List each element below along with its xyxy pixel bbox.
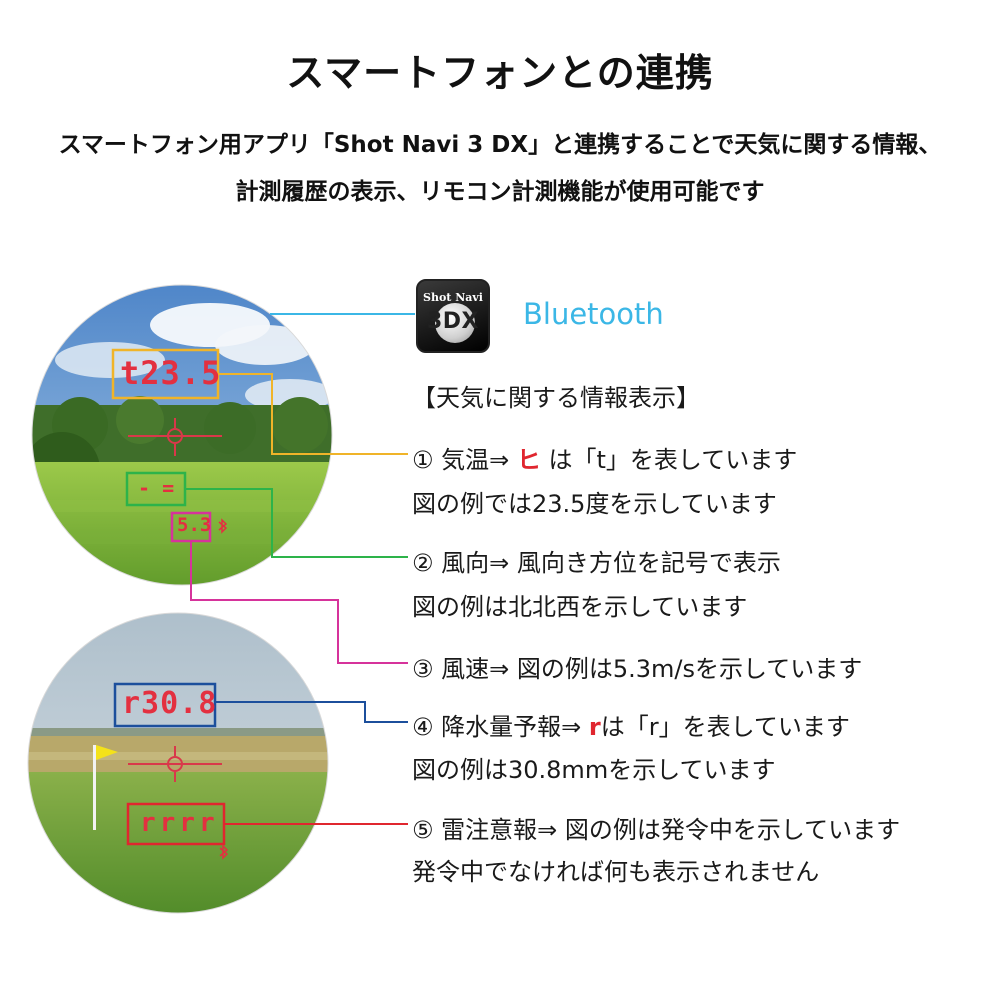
subtitle-line-1: スマートフォン用アプリ「Shot Navi 3 DX」と連携することで天気に関す… — [58, 132, 942, 158]
wind-speed-readout: 5.3 — [177, 514, 212, 536]
item-rain-line2: 図の例は30.8mmを示しています — [412, 756, 776, 784]
item-wind-direction-line1: ② 風向⇒ 風向き方位を記号で表示 — [412, 549, 781, 577]
thunder-readout: rrrr — [140, 808, 219, 838]
connector-rain — [215, 701, 408, 723]
app-icon-3dx: 3DX — [426, 309, 480, 334]
temperature-symbol: ヒ — [516, 446, 541, 474]
wind-direction-readout: - = — [138, 476, 175, 500]
page-title: スマートフォンとの連携 — [286, 51, 714, 95]
app-icon-label: Shot Navi — [423, 291, 483, 304]
bluetooth-icon — [219, 844, 229, 860]
item-wind-speed-line1: ③ 風速⇒ 図の例は5.3m/sを示しています — [412, 655, 863, 683]
crosshair-icon — [128, 418, 222, 456]
item-thunder-line1: ⑤ 雷注意報⇒ 図の例は発令中を示しています — [412, 816, 901, 844]
item-thunder-line2: 発令中でなければ何も表示されません — [412, 858, 820, 886]
temperature-readout: t23.5 — [120, 354, 222, 392]
item-wind-direction-line2: 図の例は北北西を示しています — [412, 593, 748, 621]
connector-wind-direction — [185, 488, 408, 558]
rain-symbol: r — [588, 713, 601, 741]
subtitle-line-2: 計測履歴の表示、リモコン計測機能が使用可能です — [235, 179, 765, 205]
connector-wind-speed — [190, 541, 408, 664]
golf-ball-icon — [435, 303, 475, 343]
flag-icon — [96, 745, 118, 760]
bluetooth-label: Bluetooth — [523, 297, 664, 331]
section-heading: 【天気に関する情報表示】 — [412, 384, 700, 412]
item-temperature-line1: ① 気温⇒ ヒ は「t」を表しています — [412, 446, 798, 474]
lens-view-course — [32, 285, 332, 585]
item-rain-line1: ④ 降水量予報⇒ rは「r」を表しています — [412, 713, 850, 741]
bluetooth-icon — [218, 518, 228, 534]
rain-readout: r30.8 — [122, 686, 218, 721]
connector-temperature — [218, 373, 408, 455]
crosshair-icon — [128, 746, 222, 782]
shot-navi-app-icon: Shot Navi 3DX — [416, 279, 490, 353]
item-temperature-line2: 図の例では23.5度を示しています — [412, 490, 777, 518]
rain-box — [113, 682, 217, 728]
